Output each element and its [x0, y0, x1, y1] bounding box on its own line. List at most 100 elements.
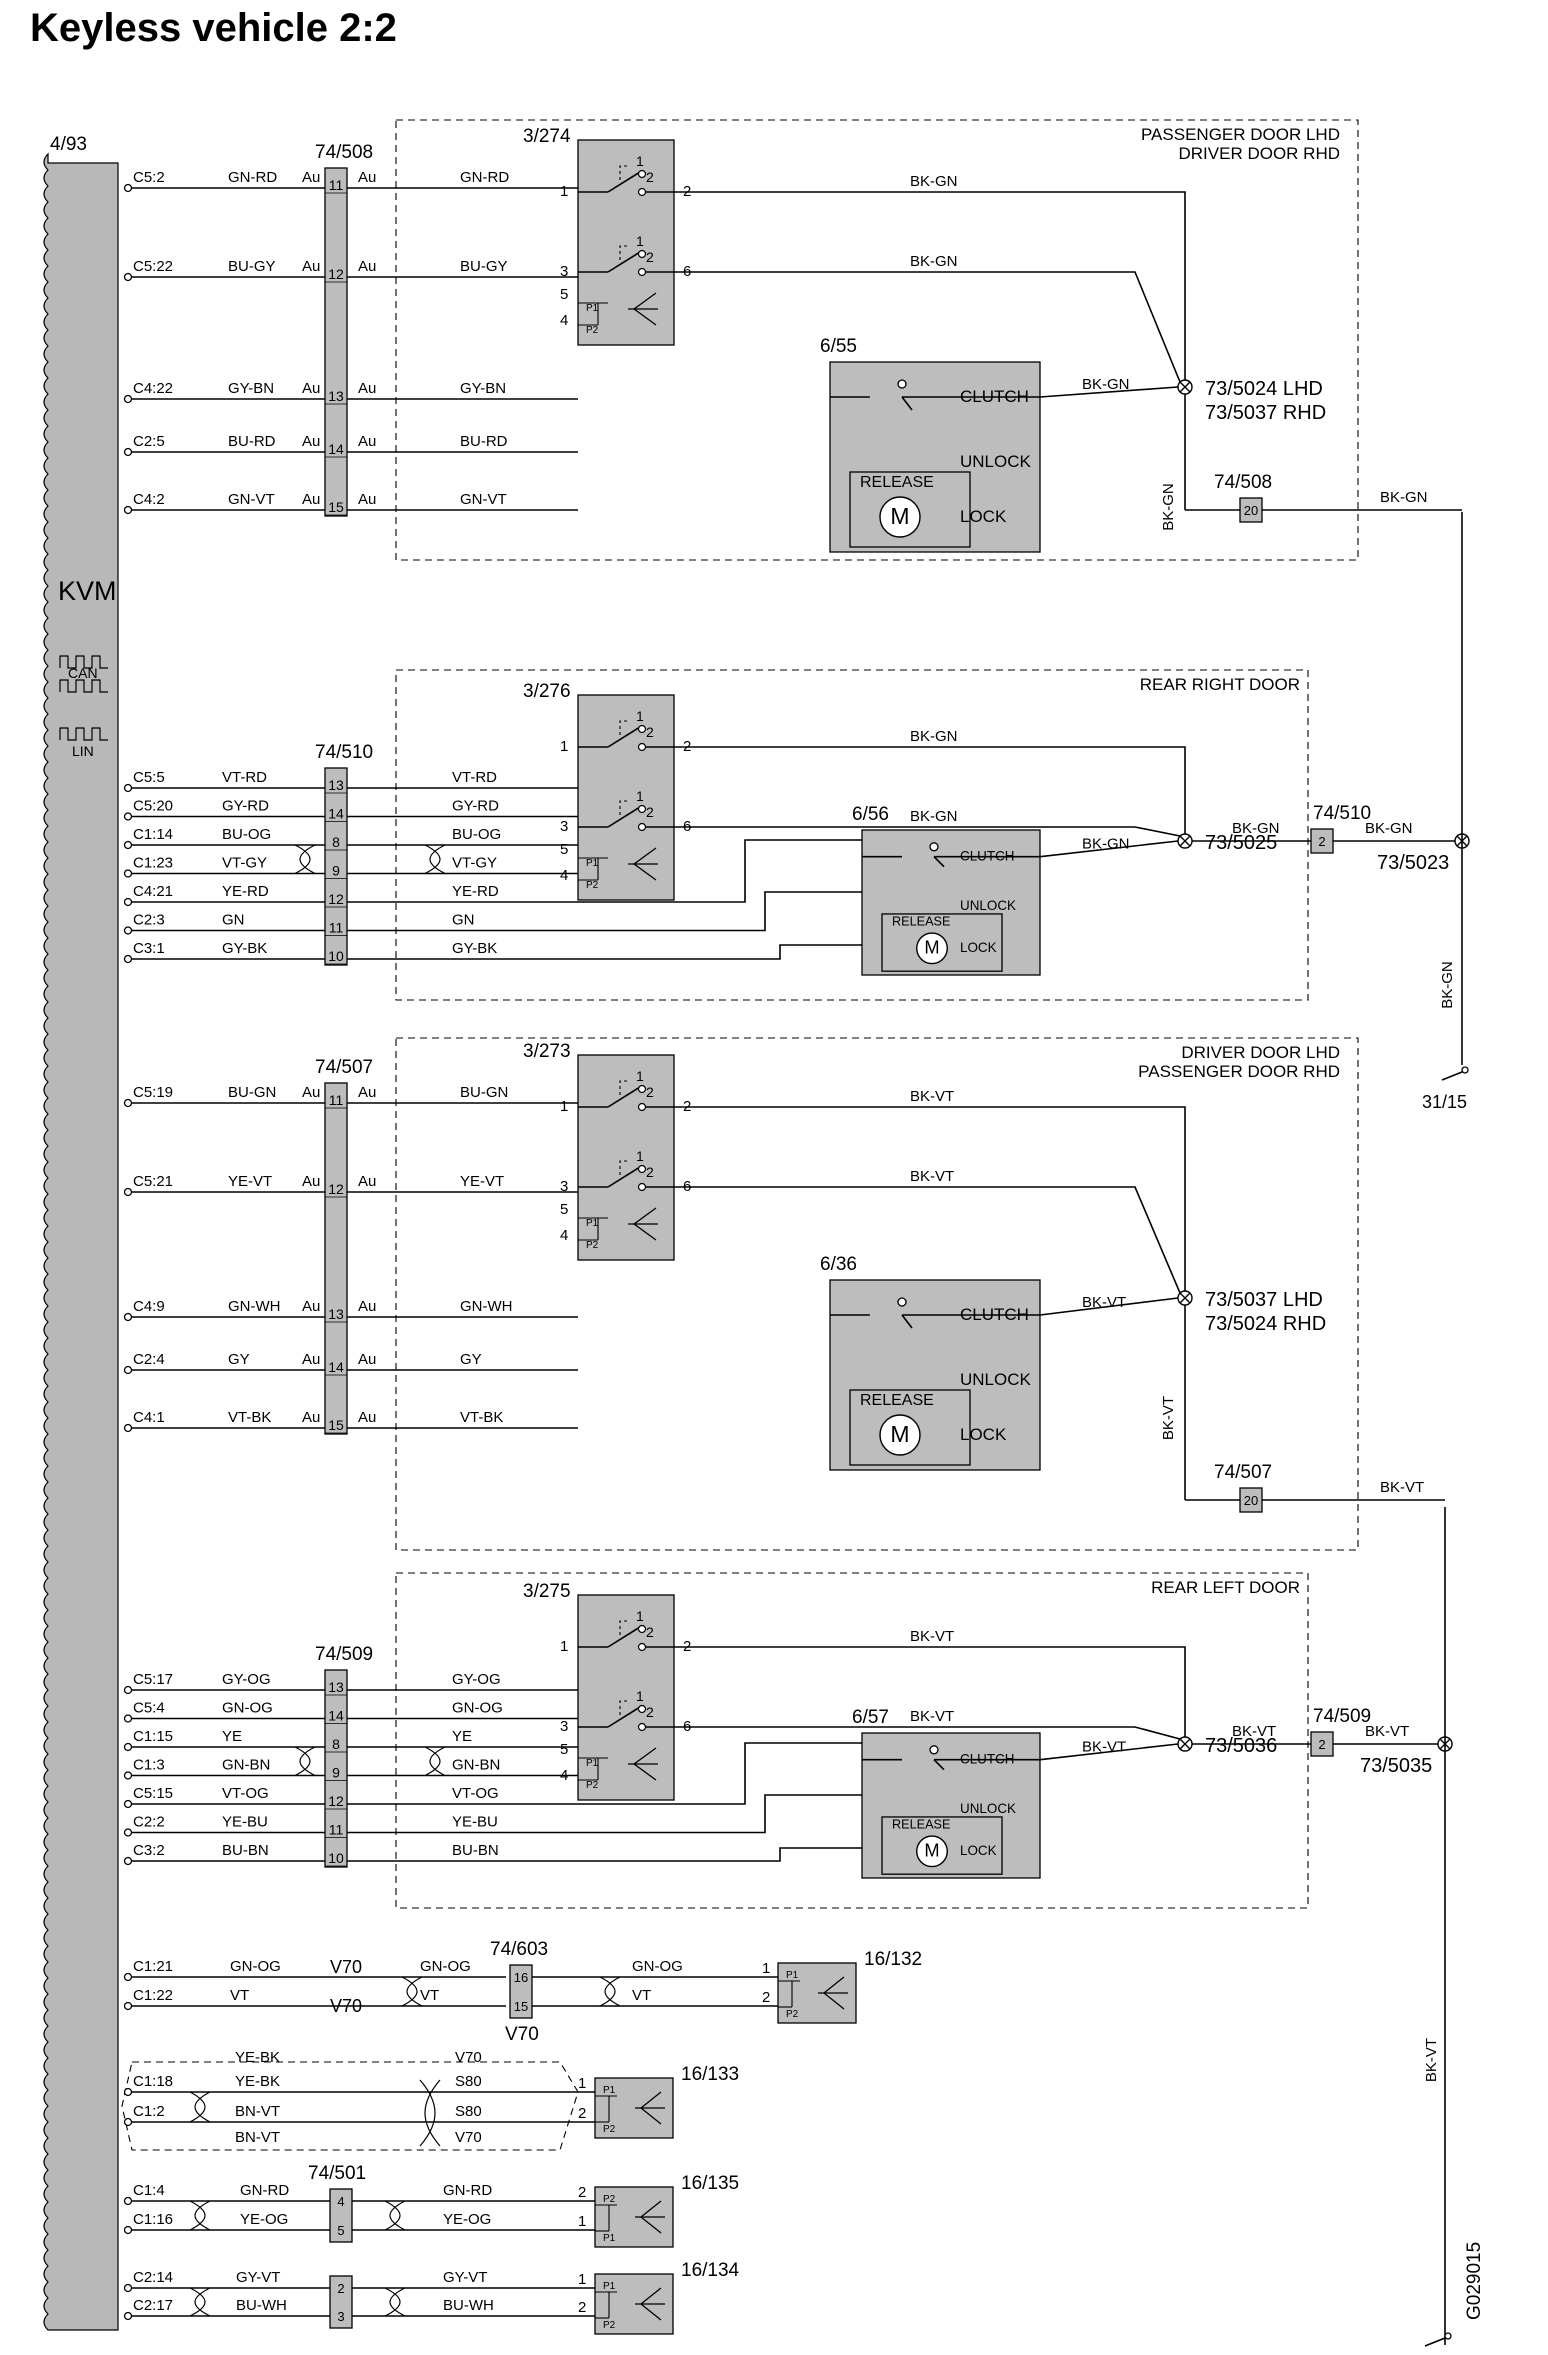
wire-color-label: YE-BU — [452, 1814, 498, 1831]
wire-color-label: GN-OG — [420, 1958, 471, 1975]
wire-color-label: GN-RD — [240, 2182, 289, 2199]
ground-ref: 31/15 — [1422, 1092, 1467, 1112]
switch-pin: 2 — [646, 249, 654, 265]
wire-color-label: GY-BN — [460, 380, 506, 397]
door-title: REAR LEFT DOOR — [1151, 1578, 1300, 1597]
connector-ref: 74/507 — [315, 1057, 373, 1078]
connector-pin: 14 — [328, 1708, 344, 1724]
wire-color-label: BK-GN — [1082, 836, 1130, 853]
au-label: Au — [302, 1298, 320, 1315]
splice-cross — [1179, 1292, 1191, 1304]
splice-ref: 73/5023 — [1377, 852, 1449, 874]
switch-terminal — [637, 249, 647, 259]
wire-color-label: YE-BU — [222, 1814, 268, 1831]
switch-pin: 1 — [636, 788, 644, 804]
switch-pin: 2 — [646, 169, 654, 185]
door-connector — [324, 767, 348, 966]
kvm-pin-terminal — [123, 897, 133, 907]
connector-pin: 12 — [328, 891, 344, 907]
kvm-pin-label: C1:22 — [133, 1987, 173, 2004]
connector-pin: 10 — [328, 1850, 344, 1866]
connector-ref: 74/603 — [490, 1939, 548, 1960]
connector-pin: 11 — [329, 920, 344, 936]
switch-pin-number: 3 — [560, 1718, 568, 1735]
kvm-pin-terminal — [123, 1771, 133, 1780]
connector-pin: 20 — [1244, 503, 1258, 518]
p-label: P1 — [603, 2085, 616, 2096]
ground-wire — [1441, 1071, 1463, 1081]
wire-color-label: GN — [222, 912, 245, 929]
release-label: RELEASE — [860, 1392, 934, 1409]
wire-color-label: BU-RD — [460, 433, 508, 450]
switch-terminal — [637, 187, 647, 197]
antenna-pin: 2 — [762, 1989, 770, 2006]
clutch-label: CLUTCH — [960, 849, 1015, 864]
switch-actuator — [619, 720, 630, 735]
lock-label: LOCK — [960, 1843, 997, 1858]
wire-color-label: BU-WH — [236, 2297, 287, 2314]
kvm-pin-label: C1:23 — [133, 855, 173, 872]
splice-ref: 73/5025 — [1205, 832, 1277, 854]
antenna-pin: 1 — [578, 2271, 586, 2288]
switch-blade — [607, 726, 641, 748]
kvm-pin-label: C5:19 — [133, 1084, 173, 1101]
model-note: V70 — [330, 1957, 362, 1977]
wire-color-label: BU-GN — [228, 1084, 276, 1101]
p-label: P1 — [603, 2281, 616, 2292]
kvm-pin-label: C2:3 — [133, 912, 165, 929]
twisted-pair-symbol — [384, 2200, 401, 2231]
switch-terminal — [637, 724, 647, 734]
motor-label: M — [890, 1421, 909, 1447]
door-boundary — [395, 119, 1359, 561]
p2-label: P2 — [586, 880, 599, 891]
wire-color-label: BK-GN — [1232, 820, 1280, 837]
model-note: V70 — [455, 2129, 482, 2146]
kvm-pin-terminal — [123, 1423, 133, 1433]
kvm-pin-terminal — [123, 2196, 133, 2206]
connector-pin: 5 — [337, 2223, 344, 2238]
connector-ref: 74/510 — [315, 742, 373, 763]
kvm-pin-terminal — [123, 2311, 133, 2321]
wire-to-lock — [578, 839, 862, 903]
twisted-pair-symbol — [389, 2287, 406, 2317]
kvm-pin-terminal — [123, 1187, 133, 1197]
motor-icon — [916, 932, 948, 965]
kvm-pin-terminal — [123, 1742, 133, 1752]
door-boundary — [395, 1572, 1309, 1909]
wire-switch-to-splice — [674, 271, 1181, 383]
switch-blade — [607, 1626, 641, 1648]
au-label: Au — [358, 491, 376, 508]
splice-ref: 73/5037 LHD — [1205, 1289, 1323, 1311]
wire-color-label: GN-BN — [222, 1757, 270, 1774]
switch-blade — [607, 1706, 641, 1728]
wire-color-label: BK-GN — [1365, 820, 1413, 837]
splice-ref: 73/5036 — [1205, 1735, 1277, 1757]
wire-color-label: GY-BK — [452, 940, 497, 957]
twisted-pair-symbol — [599, 1976, 616, 2007]
lock-label: LOCK — [960, 507, 1007, 526]
twisted-pair-symbol — [424, 1746, 441, 1777]
switch-pin-number: 4 — [560, 312, 568, 329]
switch-pin: 1 — [636, 708, 644, 724]
switch-terminal — [637, 169, 647, 179]
au-label: Au — [302, 258, 320, 275]
wire-color-label: BK-VT — [1082, 1294, 1126, 1311]
kvm-pin-label: C4:22 — [133, 380, 173, 397]
can-signal-icon — [59, 679, 108, 693]
release-label: RELEASE — [892, 1817, 950, 1831]
page-title: Keyless vehicle 2:2 — [30, 6, 397, 50]
splice-cross — [1179, 1738, 1191, 1750]
wire-color-label: VT-GY — [222, 855, 267, 872]
kvm-pin-terminal — [123, 840, 133, 850]
kvm-pin-terminal — [123, 183, 133, 193]
wire-color-label: BK-VT — [1160, 1396, 1177, 1440]
twisted-pair-symbol — [419, 2079, 436, 2147]
wire-color-label: GY — [460, 1351, 482, 1368]
wire-color-label: GY-VT — [443, 2269, 487, 2286]
lock-ref: 6/55 — [820, 336, 857, 357]
wire-color-label: VT — [420, 1987, 439, 2004]
antenna-connector — [509, 1964, 533, 2019]
splice-ref: 73/5035 — [1360, 1755, 1432, 1777]
connector-pin: 14 — [328, 441, 344, 457]
motor-icon — [879, 1414, 921, 1456]
